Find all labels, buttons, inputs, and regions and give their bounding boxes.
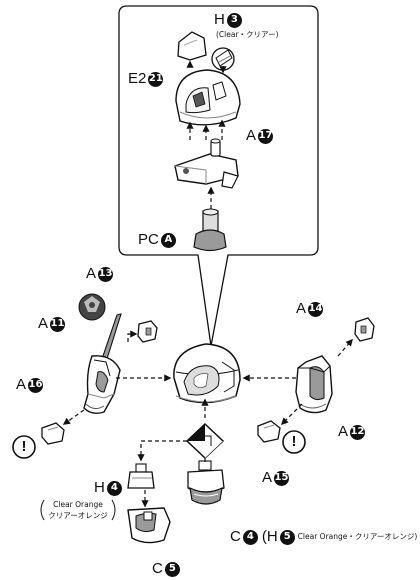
- number-badge-a17: 17: [258, 128, 274, 144]
- label-h4: H 4: [94, 480, 122, 496]
- small-part-a13: [137, 320, 158, 343]
- small-part-a14: [354, 317, 375, 342]
- label-e2-21: E2 21: [128, 70, 164, 87]
- poly-cap-pc-a: [193, 208, 227, 252]
- number-badge-pc-a: A: [160, 232, 176, 248]
- note-h4-line1: Clear Orange: [53, 500, 103, 509]
- diamond-symbol: [185, 422, 225, 460]
- small-part-a16: [41, 422, 65, 445]
- label-c5: C 5: [152, 561, 180, 577]
- number-badge-a14: 14: [308, 301, 324, 317]
- side-piece-a11: [83, 355, 121, 415]
- number-badge-c5: 5: [164, 561, 180, 577]
- c4-alt-note: Clear Orange・クリアーオレンジ): [297, 532, 418, 541]
- label-c4: C 4 (H 5 Clear Orange・クリアーオレンジ): [230, 528, 418, 545]
- inner-frame-a17: [174, 138, 239, 189]
- number-badge-e2-21: 21: [148, 71, 164, 87]
- caution-mark-right: !: [291, 433, 297, 450]
- callout-arrows: [186, 60, 227, 209]
- number-badge-a12: 12: [350, 424, 366, 440]
- caution-icon-left: [12, 435, 36, 459]
- label-a12: A 12: [338, 423, 366, 440]
- clear-part-h3: [177, 31, 207, 61]
- right-arrows: [242, 338, 353, 426]
- label-a13: A 13: [86, 265, 114, 282]
- antenna-part: [100, 313, 122, 363]
- head-shell-e2-21: [175, 69, 241, 126]
- note-h3-clear: (Clear・クリアー): [216, 30, 279, 39]
- label-a17: A 17: [246, 127, 274, 144]
- caution-icon-right: [282, 430, 306, 454]
- number-badge-h4: 4: [106, 480, 122, 496]
- part-c5: [127, 507, 171, 544]
- label-a15: A 15: [262, 469, 290, 486]
- caution-mark-left: !: [21, 438, 27, 455]
- central-head-assembly: [173, 343, 241, 404]
- note-h4-line2: クリアーオレンジ: [48, 511, 108, 520]
- label-a14: A 14: [296, 300, 324, 317]
- number-badge-a11: 11: [50, 316, 66, 332]
- sticker-marking-icon: [78, 293, 106, 321]
- label-h3: H 3: [214, 12, 242, 28]
- clear-orange-part-h4: [127, 463, 155, 489]
- bottom-arrows: [137, 398, 209, 508]
- c4-alt-open: (H: [261, 528, 278, 545]
- number-badge-c4: 4: [242, 529, 258, 545]
- side-piece-a12: [295, 355, 333, 414]
- number-badge-h3: 3: [226, 12, 242, 28]
- number-badge-a15: 15: [274, 470, 290, 486]
- number-badge-a16: 16: [28, 377, 44, 393]
- label-a16: A 16: [16, 376, 44, 393]
- label-pc-a: PC A: [138, 232, 176, 248]
- small-part-a15: [257, 420, 281, 443]
- number-badge-a13: 13: [98, 266, 114, 282]
- note-bracket: [40, 499, 116, 521]
- part-c4: [187, 460, 225, 505]
- label-a11: A 11: [38, 315, 66, 332]
- number-badge-h5: 5: [279, 529, 295, 545]
- left-arrows: [62, 330, 172, 425]
